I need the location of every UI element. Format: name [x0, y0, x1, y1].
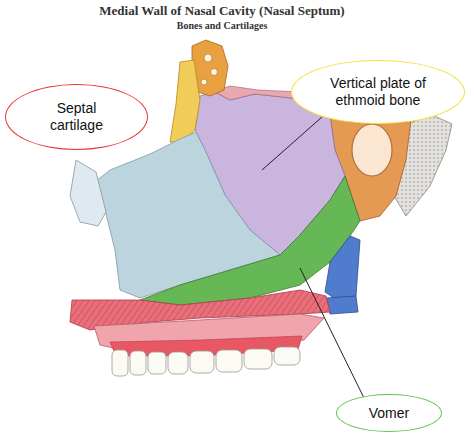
frontal-sinus: [204, 54, 212, 62]
leader-line: [262, 117, 322, 170]
alar-cartilage: [70, 160, 106, 226]
leader-line: [300, 268, 364, 398]
sphenoid-sinus: [352, 124, 392, 176]
diagram-title: Medial Wall of Nasal Cavity (Nasal Septu…: [99, 3, 344, 19]
teeth: [112, 347, 300, 376]
subtitle-label: Bones and Cartilages: [177, 20, 268, 31]
ethmoid-label-ellipse: Vertical plate of ethmoid bone: [291, 60, 465, 124]
palatine-bone: [325, 236, 360, 302]
part-label: Septal cartilage: [32, 100, 121, 134]
vomer-label-ellipse: Vomer: [336, 394, 442, 432]
palatine-plate: [326, 296, 358, 314]
part-label: Vertical plate of ethmoid bone: [322, 75, 433, 109]
frontal-sinus: [201, 79, 207, 85]
part-label: Vomer: [369, 405, 409, 422]
vomer-bone: [140, 176, 360, 305]
cartilage-label-ellipse: Septal cartilage: [5, 84, 147, 150]
frontal-sinus: [211, 69, 218, 76]
nasal-bone: [170, 60, 200, 142]
